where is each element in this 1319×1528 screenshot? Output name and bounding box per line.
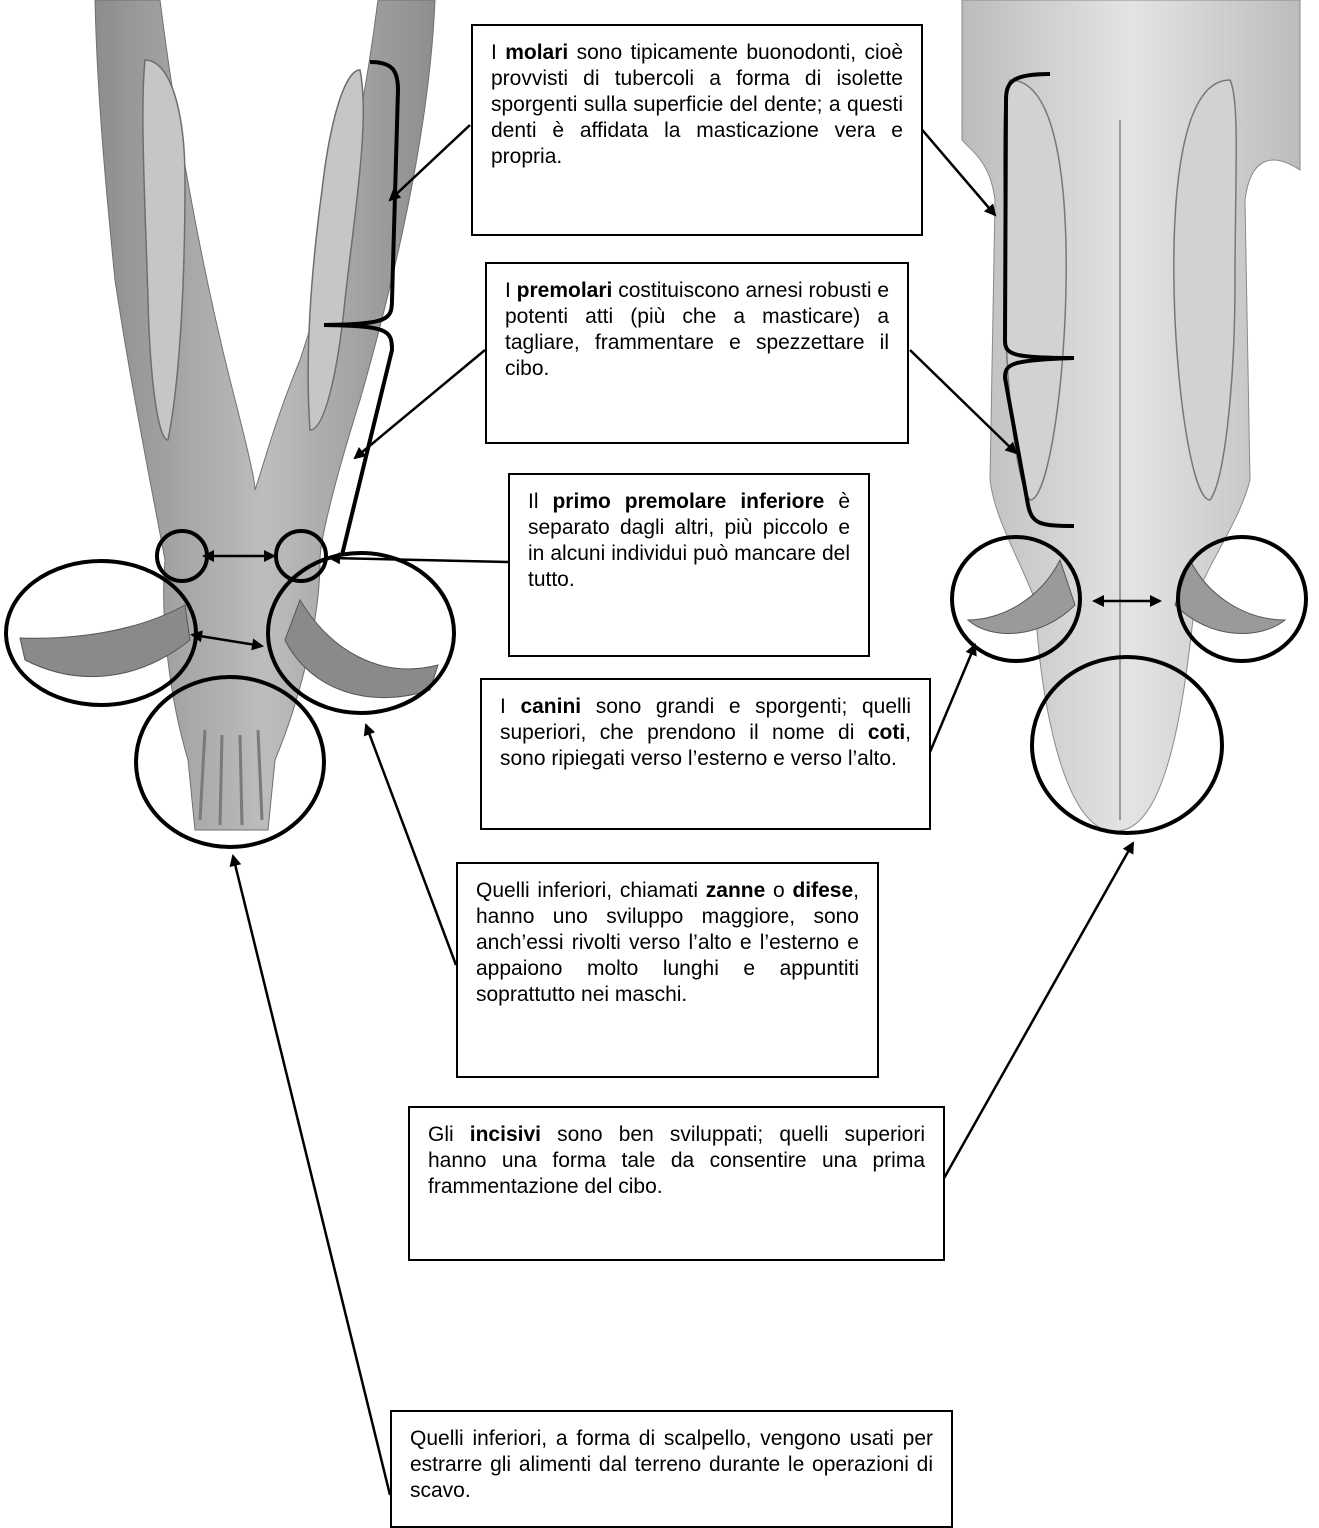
note-text: Il xyxy=(528,490,552,513)
note-text: I xyxy=(500,695,520,718)
note-text: Quelli inferiori, a forma di scalpello, … xyxy=(410,1427,933,1502)
note-text: Gli xyxy=(428,1123,470,1146)
canini-note: I canini sono grandi e sporgenti; quelli… xyxy=(480,678,931,830)
primo-premolare-note: Il primo premolare inferiore è separato … xyxy=(508,473,870,657)
note-text: I xyxy=(505,279,517,302)
premolari-note: I premolari costituiscono arnesi robusti… xyxy=(485,262,909,444)
incisivi-note: Gli incisivi sono ben sviluppati; quelli… xyxy=(408,1106,945,1261)
zanne-note: Quelli inferiori, chiamati zanne o difes… xyxy=(456,862,879,1078)
note-term: incisivi xyxy=(470,1123,541,1146)
note-text: I xyxy=(491,41,505,64)
note-text: o xyxy=(765,879,792,902)
note-term: premolari xyxy=(517,279,613,302)
note-term: primo premolare inferiore xyxy=(552,490,824,513)
molari-note: I molari sono tipicamente buonodonti, ci… xyxy=(471,24,923,236)
note-term: zanne xyxy=(706,879,766,902)
incisivi-inferiori-note: Quelli inferiori, a forma di scalpello, … xyxy=(390,1410,953,1528)
note-term: coti xyxy=(868,721,905,744)
note-text: Quelli inferiori, chiamati xyxy=(476,879,706,902)
note-term: canini xyxy=(520,695,581,718)
note-term: molari xyxy=(505,41,568,64)
note-term: difese xyxy=(792,879,853,902)
